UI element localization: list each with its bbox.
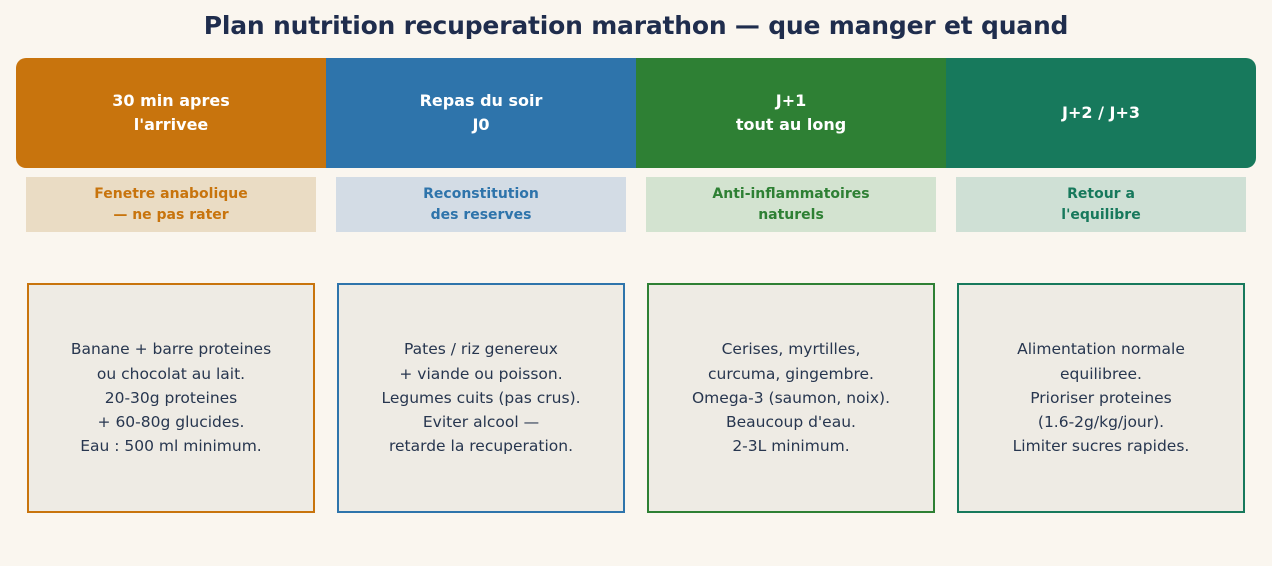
phase-subtitle-line: — ne pas rater [113,206,229,223]
phase-subtitle-line: des reserves [430,206,532,223]
page-title: Plan nutrition recuperation marathon — q… [203,11,1069,40]
phase-card-cell: Banane + barre proteines ou chocolat au l… [27,283,315,513]
phase-card-line: curcuma, gingembre. [708,364,874,383]
phase-card-col-j2-j3: Alimentation normale equilibree. Prioriser… [957,283,1245,513]
phase-subtitle-col-repas-soir: Reconstitution des reserves [336,177,626,232]
phase-subtitle-line: naturels [758,206,824,223]
phase-subtitle-col-30min: Fenetre anabolique — ne pas rater [26,177,316,232]
phase-subtitle-line: Reconstitution [423,185,539,202]
phase-subtitle-row: Fenetre anabolique — ne pas rater Reconst… [16,177,1256,232]
phase-card-line: Legumes cuits (pas crus). [381,388,581,407]
phase-card-line: (1.6-2g/kg/jour). [1037,413,1165,432]
phase-card-cell: Pates / riz genereux + viande ou poisson.… [337,283,625,513]
phase-card-col-repas-soir: Pates / riz genereux + viande ou poisson.… [337,283,625,513]
phase-banner-line: J+1 [775,91,807,110]
phase-card-col-30min: Banane + barre proteines ou chocolat au l… [27,283,315,513]
phase-banner-col-j1: J+1 tout au long [636,58,946,168]
phase-card-line: Limiter sucres rapides. [1012,437,1190,456]
phase-banner-line: tout au long [735,115,847,134]
phase-banner-line: J+2 / J+3 [1062,103,1140,122]
phase-subtitle-cell: Retour a l'equilibre [956,177,1246,232]
phase-card-cell: Alimentation normale equilibree. Prioriser… [957,283,1245,513]
phase-card-line: Eau : 500 ml minimum. [80,437,262,456]
phase-banner-line: J0 [472,115,490,134]
phase-card-line: retarde la recuperation. [388,437,574,456]
phase-banner-col-j2-j3: J+2 / J+3 [946,58,1256,168]
phase-card-cell: Cerises, myrtilles, curcuma, gingembre. Om… [647,283,935,513]
phase-card-line: equilibree. [1060,364,1142,383]
phase-card-line: + 60-80g glucides. [97,413,245,432]
phase-subtitle-col-j2-j3: Retour a l'equilibre [956,177,1246,232]
phase-card-line: + viande ou poisson. [399,364,563,383]
phase-card-line: Eviter alcool — [422,413,540,432]
phase-subtitle-line: Fenetre anabolique [94,185,248,202]
phase-card-line: 20-30g proteines [104,388,238,407]
phase-card-line: Alimentation normale [1017,340,1185,359]
phase-card-line: Pates / riz genereux [404,340,558,359]
phase-banner-line: l'arrivee [133,115,209,134]
phase-subtitle-cell: Fenetre anabolique — ne pas rater [26,177,316,232]
phase-subtitle-line: l'equilibre [1061,206,1141,223]
phase-card-line: Banane + barre proteines [70,340,272,359]
phase-card-line: 2-3L minimum. [732,437,850,456]
phase-card-col-j1: Cerises, myrtilles, curcuma, gingembre. Om… [647,283,935,513]
phase-subtitle-cell: Anti-inflammatoires naturels [646,177,936,232]
phase-banner-line: Repas du soir [419,91,543,110]
phase-card-row: Banane + barre proteines ou chocolat au l… [16,283,1256,513]
phase-card-line: ou chocolat au lait. [96,364,246,383]
phase-subtitle-col-j1: Anti-inflammatoires naturels [646,177,936,232]
phase-card-line: Cerises, myrtilles, [721,340,861,359]
phase-card-line: Prioriser proteines [1030,388,1172,407]
phase-banner-col-30min: 30 min apres l'arrivee [16,58,326,168]
phase-subtitle-cell: Reconstitution des reserves [336,177,626,232]
phase-card-line: Beaucoup d'eau. [726,413,856,432]
phase-card-line: Omega-3 (saumon, noix). [691,388,891,407]
phase-banner-line: 30 min apres [112,91,230,110]
phase-subtitle-line: Retour a [1067,185,1135,202]
phase-subtitle-line: Anti-inflammatoires [712,185,870,202]
